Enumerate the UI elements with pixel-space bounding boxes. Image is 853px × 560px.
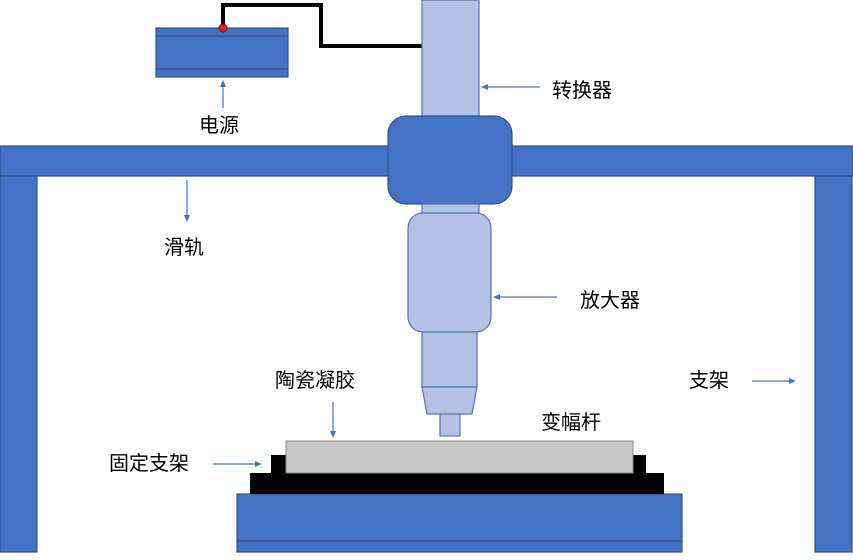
amplifier-label: 放大器 [580, 288, 640, 312]
slide-rail-arrow [184, 180, 190, 222]
converter [421, 0, 480, 121]
power-cable [221, 3, 422, 48]
bracket-arrow [752, 378, 796, 384]
horn-label: 变幅杆 [541, 410, 601, 434]
horn-tip [439, 413, 461, 437]
base-platform [236, 493, 683, 553]
power-supply-label: 电源 [199, 113, 239, 137]
left-leg [0, 175, 38, 553]
rail-clamp [387, 115, 513, 205]
bracket-label: 支架 [689, 368, 729, 392]
horn-taper [421, 386, 478, 415]
fixed-bracket-label: 固定支架 [109, 451, 189, 475]
amplifier-arrow [493, 294, 557, 300]
power-supply [155, 23, 289, 78]
ceramic-gel-arrow [330, 402, 336, 438]
ceramic-gel [285, 440, 634, 474]
power-supply-arrow [220, 80, 226, 108]
ceramic-gel-label: 陶瓷凝胶 [275, 368, 355, 392]
power-connector [218, 23, 228, 33]
right-leg [814, 175, 853, 553]
horn-body [421, 331, 478, 388]
fixed-bracket-arrow [213, 461, 262, 467]
fixed-bracket-lower [250, 473, 664, 494]
converter-arrow [481, 84, 540, 90]
amplifier [407, 212, 492, 333]
coupling-upper [421, 203, 480, 214]
converter-label: 转换器 [552, 78, 612, 102]
slide-rail-label: 滑轨 [164, 235, 204, 259]
